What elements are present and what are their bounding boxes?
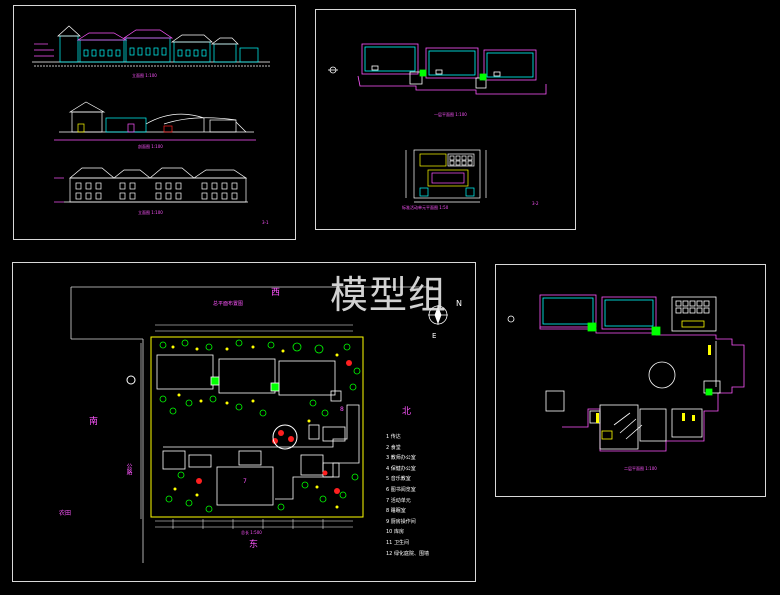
roads [70, 286, 433, 563]
section-view [54, 101, 256, 141]
site-plan-title: 总平面布置图 [213, 301, 244, 307]
site-boundary [150, 336, 364, 518]
second-floor-plan [507, 294, 745, 452]
dimension-lines [140, 324, 353, 528]
upper-buildings [156, 354, 342, 402]
legend-item: 9 厨房操作间 [386, 518, 416, 525]
side-number: 8 [340, 406, 344, 413]
trees-yellow [171, 345, 339, 509]
legend-item: 1 传达 [386, 434, 401, 440]
trees-red [196, 360, 352, 494]
east-word: 北 [402, 407, 412, 417]
bottom-dimension: 总长 1:500 [241, 530, 262, 535]
legend-item: 11 卫生间 [386, 539, 409, 546]
trees-green [159, 339, 361, 513]
legend-item: 2 食堂 [386, 444, 401, 451]
legend-item: 3 教师办公室 [386, 455, 416, 462]
legend-item: 6 图书阅览室 [386, 486, 416, 493]
compass-rose [428, 305, 448, 325]
plan-sheet-top: 一层平面图 1:100 标准活动单元平面图 1:50 3-2 [315, 9, 576, 230]
legend-item: 5 音乐教室 [386, 476, 411, 483]
legend-item: 7 活动单元 [386, 497, 411, 504]
legend-item: 10 库房 [386, 529, 404, 536]
building-number: 7 [243, 478, 247, 485]
floor-plan-title: 一层平面图 1:100 [434, 112, 467, 117]
plan-sheet-right: 二层平面图 1:100 [495, 264, 766, 497]
elevation-drawings [32, 25, 270, 203]
first-floor-plan [328, 43, 547, 95]
elevation-title-1: 立面图 1:100 [132, 73, 157, 78]
site-legend: 1 传达 2 食堂 3 教师办公室 4 保健办公室 5 音乐教室 6 图书阅览室… [386, 433, 446, 560]
sheet-number: 3-1 [262, 220, 269, 225]
legend-item: 8 睡眠室 [386, 508, 406, 515]
side-road-label: 农田 [59, 510, 72, 517]
plan-drawings [328, 43, 547, 203]
site-plan-sheet: 总平面布置图 西 东 北 南 农田 公路 N E 7 8 总长 1:500 [12, 262, 476, 582]
section-title: 剖面图 1:100 [138, 144, 163, 149]
legend-item: 12 绿化庭院、围墙 [386, 550, 429, 557]
watermark-text: 模型组 [330, 273, 448, 317]
elevation-title-3: 立面图 1:100 [138, 210, 163, 215]
sheet-number-2: 3-2 [532, 201, 539, 206]
unit-plan-title: 标准活动单元平面图 1:50 [402, 205, 449, 210]
lower-complex [162, 404, 360, 506]
second-floor-title: 二层平面图 1:100 [624, 466, 657, 471]
legend-item: 4 保健办公室 [386, 465, 416, 472]
unit-plan [405, 149, 487, 203]
road-label: 公路 [125, 463, 132, 475]
front-elevation [32, 25, 270, 67]
compass-e: E [432, 332, 437, 340]
west-word: 南 [89, 417, 99, 427]
grid-marker [126, 375, 136, 385]
south-word: 东 [249, 540, 259, 550]
compass-n: N [456, 299, 462, 308]
north-word: 西 [271, 288, 281, 298]
site-plan-drawing [70, 286, 448, 563]
central-plaza [272, 424, 298, 450]
elevation-sheet: 立面图 1:100 剖面图 1:100 立面图 1:100 3-1 [13, 5, 296, 240]
rear-elevation [54, 167, 248, 203]
